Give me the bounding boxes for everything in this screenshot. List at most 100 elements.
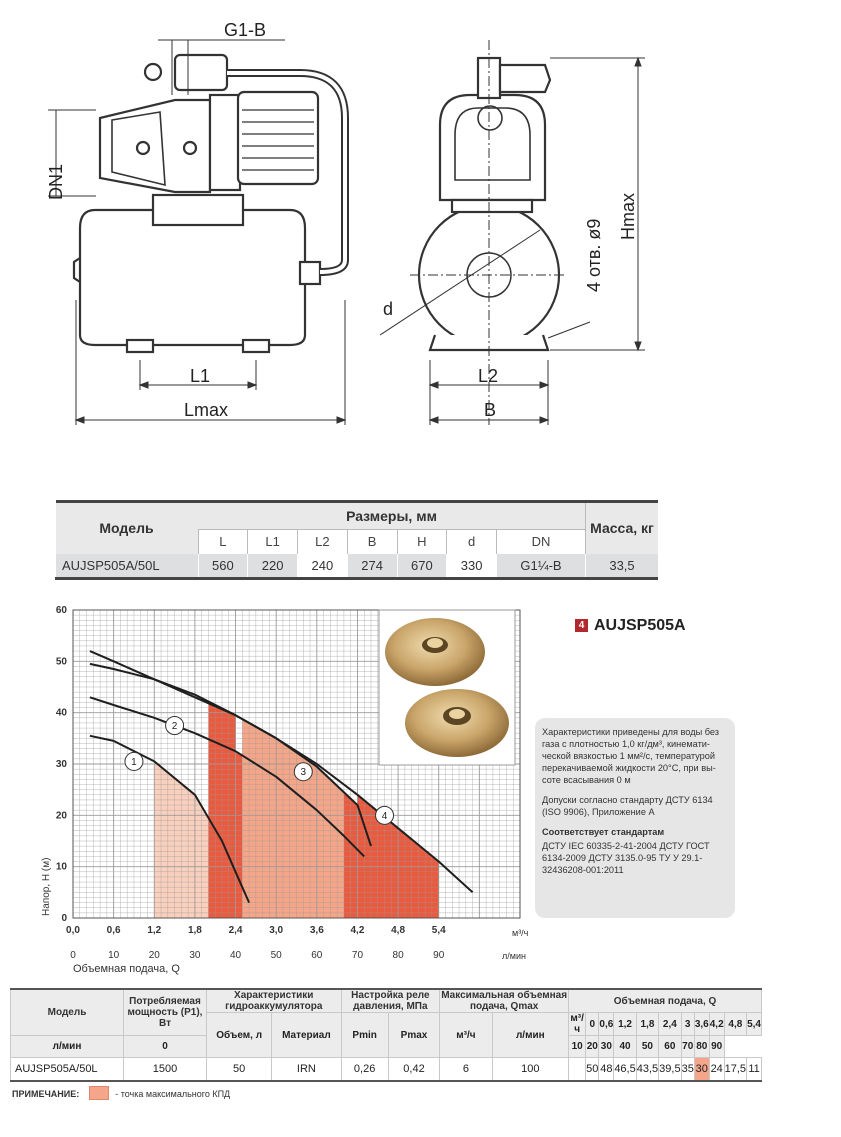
dims-model-header: Модель xyxy=(55,500,198,554)
motor-fins xyxy=(242,109,314,171)
perf-qmax-lmin-header: л/мин xyxy=(491,1012,570,1058)
chart-x-unit-m3h: м³/ч xyxy=(512,928,529,938)
technical-drawing-and-chart: G1-B DN1 L1 Lmax d L2 B 4 отв. ø9 Hmax xyxy=(41,20,645,975)
chart-x-tick-lmin-1: 10 xyxy=(108,950,120,961)
label-g1b: G1-B xyxy=(224,20,266,40)
perf-flow-lmin-3: 30 xyxy=(598,1035,615,1058)
notes-conditions: Характеристики приведены для воды без га… xyxy=(542,727,720,785)
perf-flow-m3h-0: 0 xyxy=(585,1012,600,1036)
perf-row-head-8: 17,5 xyxy=(723,1057,748,1082)
dims-row-value-1: 220 xyxy=(247,553,298,580)
chart-x-tick-m3h-1: 0,6 xyxy=(107,925,121,936)
chart-x-tick-lmin-0: 0 xyxy=(70,950,76,961)
label-b: B xyxy=(484,400,496,420)
label-dn1: DN1 xyxy=(46,164,66,200)
perf-flow-m3h-1: 0,6 xyxy=(598,1012,615,1036)
perf-flow-m3h-8: 4,8 xyxy=(723,1012,748,1036)
perf-row-empty xyxy=(568,1057,587,1082)
perf-flow-m3h-9: 5,4 xyxy=(746,1012,762,1036)
pressure-switch xyxy=(173,53,229,92)
tank-outlet xyxy=(298,260,322,286)
perf-row-head-3: 43,5 xyxy=(635,1057,660,1082)
pump-housing xyxy=(98,98,212,194)
notes-standards-list: ДСТУ IEC 60335-2-41-2004 ДСТУ ГОСТ 6134-… xyxy=(542,841,710,875)
perf-tank-volume-header: Объем, л xyxy=(205,1012,273,1058)
chart-series-label-3: 3 xyxy=(300,767,306,778)
chart-x-tick-m3h-0: 0,0 xyxy=(66,925,80,936)
perf-flow-lmin-5: 50 xyxy=(635,1035,660,1058)
motor-flange xyxy=(208,93,242,192)
perf-row-head-7: 24 xyxy=(708,1057,725,1082)
perf-row-pmax: 0,42 xyxy=(387,1057,441,1082)
pump-housing-detail xyxy=(111,111,166,187)
dims-col-5: d xyxy=(446,529,497,554)
chart-series-badge-4 xyxy=(375,805,395,825)
chart-series-label-2: 2 xyxy=(172,721,178,732)
pump-front-inner xyxy=(454,107,531,181)
chart-series-badge-2 xyxy=(165,716,185,735)
chart-band-3 xyxy=(235,751,243,918)
pump-front-impeller-ring xyxy=(477,105,503,131)
footnote-text: - точка максимального КПД xyxy=(115,1089,231,1099)
dims-row-model: AUJSP505A/50L xyxy=(55,553,198,580)
chart-x-tick-lmin-7: 70 xyxy=(352,950,364,961)
notes-box: Характеристики приведены для воды без га… xyxy=(535,718,735,918)
chart-y-tick-3: 30 xyxy=(56,759,68,770)
motor-body xyxy=(236,90,320,186)
perf-row-head-9: 11 xyxy=(746,1057,762,1082)
chart-x-tick-lmin-6: 60 xyxy=(311,950,323,961)
perf-flow-lmin-1: 10 xyxy=(568,1035,587,1058)
chart-series-label-1: 1 xyxy=(131,757,137,768)
perf-row-pmin: 0,26 xyxy=(340,1057,389,1082)
chart-series-line-1 xyxy=(89,734,251,904)
dims-row-value-5: 330 xyxy=(446,553,497,580)
perf-qmax-m3h-header: м³/ч xyxy=(439,1012,493,1058)
chart-x-tick-lmin-8: 80 xyxy=(393,950,405,961)
max-efficiency-swatch xyxy=(89,1086,110,1100)
chart-x-tick-lmin-4: 40 xyxy=(230,950,242,961)
chart-x-unit-lmin: л/мин xyxy=(502,951,526,961)
tank-foot-left xyxy=(125,338,155,354)
chart-series-label-4: 4 xyxy=(382,811,388,822)
dims-row-value-2: 240 xyxy=(297,553,348,580)
perf-flow-m3h-3: 1,8 xyxy=(635,1012,660,1036)
dims-row-value-3: 274 xyxy=(346,553,397,580)
perf-flow-lmin-0: 0 xyxy=(123,1035,207,1058)
impeller-photo xyxy=(378,609,516,766)
perf-row-power: 1500 xyxy=(123,1057,207,1082)
pump-bolt-1 xyxy=(135,140,151,156)
footnote-label: ПРИМЕЧАНИЕ: xyxy=(12,1089,80,1099)
dims-col-6: DN xyxy=(496,529,586,554)
dims-sizes-header: Размеры, мм xyxy=(198,500,586,530)
notes-tolerances: Допуски согласно стандарту ДСТУ 6134 (IS… xyxy=(542,795,713,817)
label-holes: 4 отв. ø9 xyxy=(584,219,604,292)
chart-y-tick-0: 0 xyxy=(61,913,67,924)
pump-bracket xyxy=(151,193,245,227)
perf-row-head-1: 48 xyxy=(598,1057,615,1082)
chart-y-tick-4: 40 xyxy=(56,708,68,719)
chart-y-label: Напор, H (м) xyxy=(41,858,52,916)
chart-frame xyxy=(72,609,521,919)
perf-pmin-header: Pmin xyxy=(340,1012,389,1058)
perf-flow-lmin-8: 80 xyxy=(693,1035,710,1058)
perf-flow-header: Объемная подача, Q xyxy=(568,988,762,1013)
chart-x-tick-m3h-3: 1,8 xyxy=(188,925,202,936)
chart-x-tick-m3h-5: 3,0 xyxy=(269,925,283,936)
chart-x-tick-lmin-9: 90 xyxy=(433,950,445,961)
label-d: d xyxy=(383,299,393,319)
model-name: AUJSP505A xyxy=(594,617,686,634)
perf-row-material: IRN xyxy=(271,1057,342,1082)
chart-x-tick-m3h-4: 2,4 xyxy=(229,925,243,936)
chart-y-tick-6: 60 xyxy=(56,605,68,616)
chart-series-badge-3 xyxy=(293,762,313,782)
chart-x-tick-m3h-6: 3,6 xyxy=(310,925,324,936)
perf-flow-m3h-4: 2,4 xyxy=(658,1012,682,1036)
label-lmax: Lmax xyxy=(184,400,228,420)
chart-y-tick-1: 10 xyxy=(56,862,68,873)
tank-body xyxy=(78,208,307,347)
perf-flow-m3h-2: 1,2 xyxy=(613,1012,637,1036)
chart-x-tick-lmin-2: 20 xyxy=(149,950,161,961)
label-l2: L2 xyxy=(478,366,498,386)
chart-x-tick-m3h-2: 1,2 xyxy=(147,925,161,936)
dims-col-0: L xyxy=(197,529,248,554)
